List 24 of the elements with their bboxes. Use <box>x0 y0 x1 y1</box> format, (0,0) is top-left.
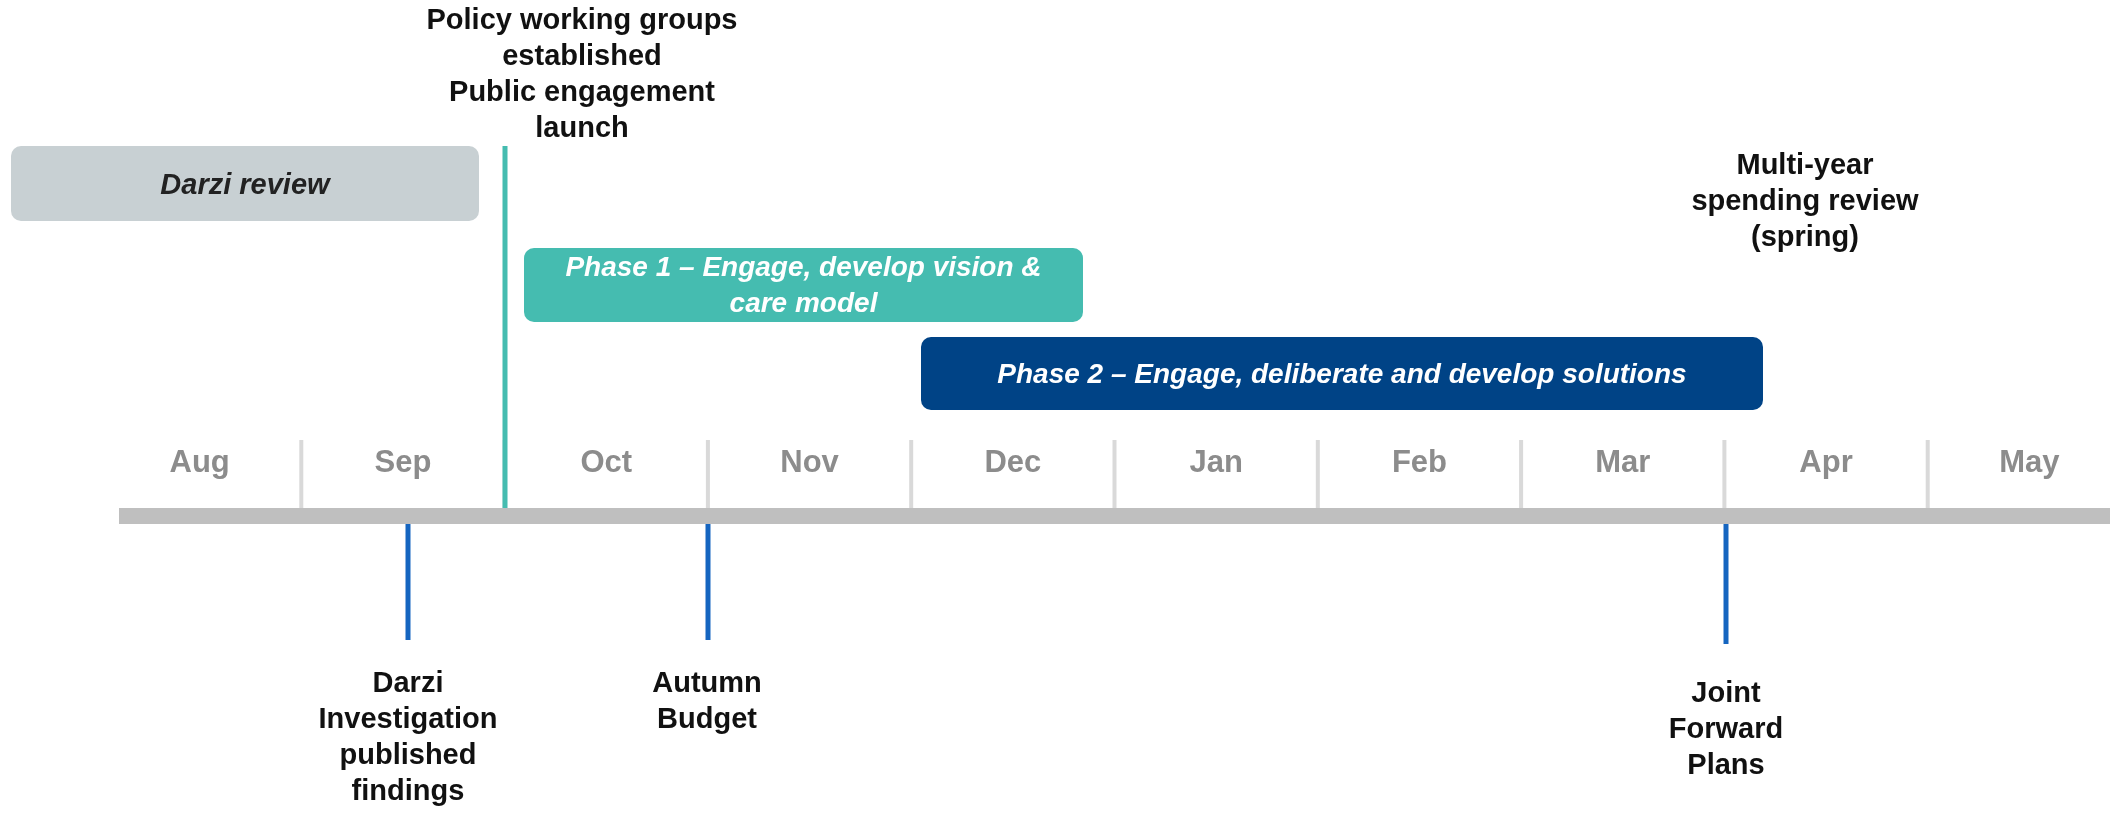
month-label: May <box>1998 444 2061 480</box>
month-label: Oct <box>579 444 634 480</box>
milestone-line <box>405 524 411 640</box>
milestone-text: Darzi Investigation published findings <box>317 665 499 808</box>
month-label: Nov <box>779 444 840 480</box>
event-label: Multi-year spending review (spring) <box>1690 147 1920 254</box>
month-label: Feb <box>1390 444 1448 480</box>
timeline-axis <box>119 508 2110 524</box>
milestone-line <box>502 146 508 508</box>
month-label: Aug <box>168 444 231 480</box>
milestone-text: Public engagement launch <box>448 74 716 145</box>
milestone-text: Autumn Budget <box>651 665 763 736</box>
milestone-text: Joint Forward Plans <box>1667 675 1785 782</box>
month-label: Mar <box>1594 444 1652 480</box>
month-label: Jan <box>1188 444 1244 480</box>
milestone-line <box>1723 524 1729 644</box>
milestone-text: Policy working groups established <box>425 2 739 73</box>
milestone-line <box>705 524 711 640</box>
month-label: Apr <box>1798 444 1854 480</box>
review-bar: Darzi review <box>11 146 479 221</box>
phase-bar: Phase 1 – Engage, develop vision & care model <box>524 248 1083 322</box>
phase-bar: Phase 2 – Engage, deliberate and develop solutions <box>921 337 1763 410</box>
month-label: Sep <box>373 444 433 480</box>
month-label: Dec <box>983 444 1043 480</box>
